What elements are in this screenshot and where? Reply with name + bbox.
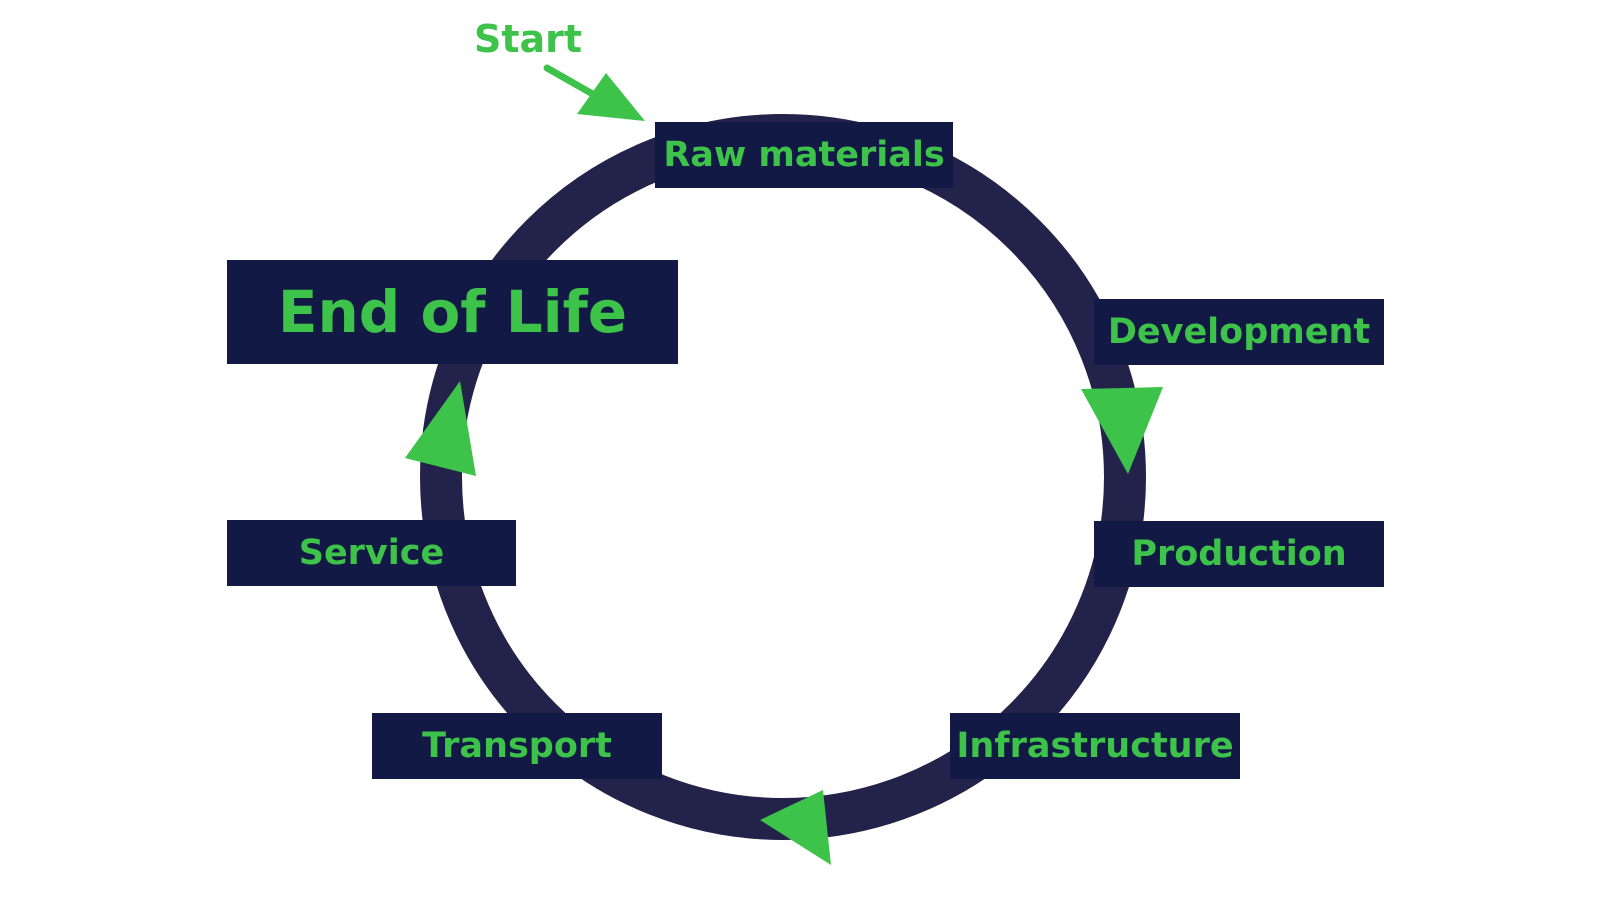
- stage-service: Service: [227, 520, 516, 586]
- stage-transport: Transport: [372, 713, 662, 779]
- stage-production: Production: [1094, 521, 1384, 587]
- stage-infrastructure: Infrastructure: [950, 713, 1240, 779]
- start-arrow-head: [577, 73, 645, 121]
- stage-raw-materials: Raw materials: [655, 122, 953, 188]
- arrow-left-bottom: [760, 790, 831, 865]
- stage-development: Development: [1094, 299, 1384, 365]
- stage-end-of-life: End of Life: [227, 260, 678, 364]
- arrow-down-right-side: [1081, 387, 1163, 474]
- arrow-up-left-side: [405, 381, 476, 476]
- start-label: Start: [474, 17, 583, 61]
